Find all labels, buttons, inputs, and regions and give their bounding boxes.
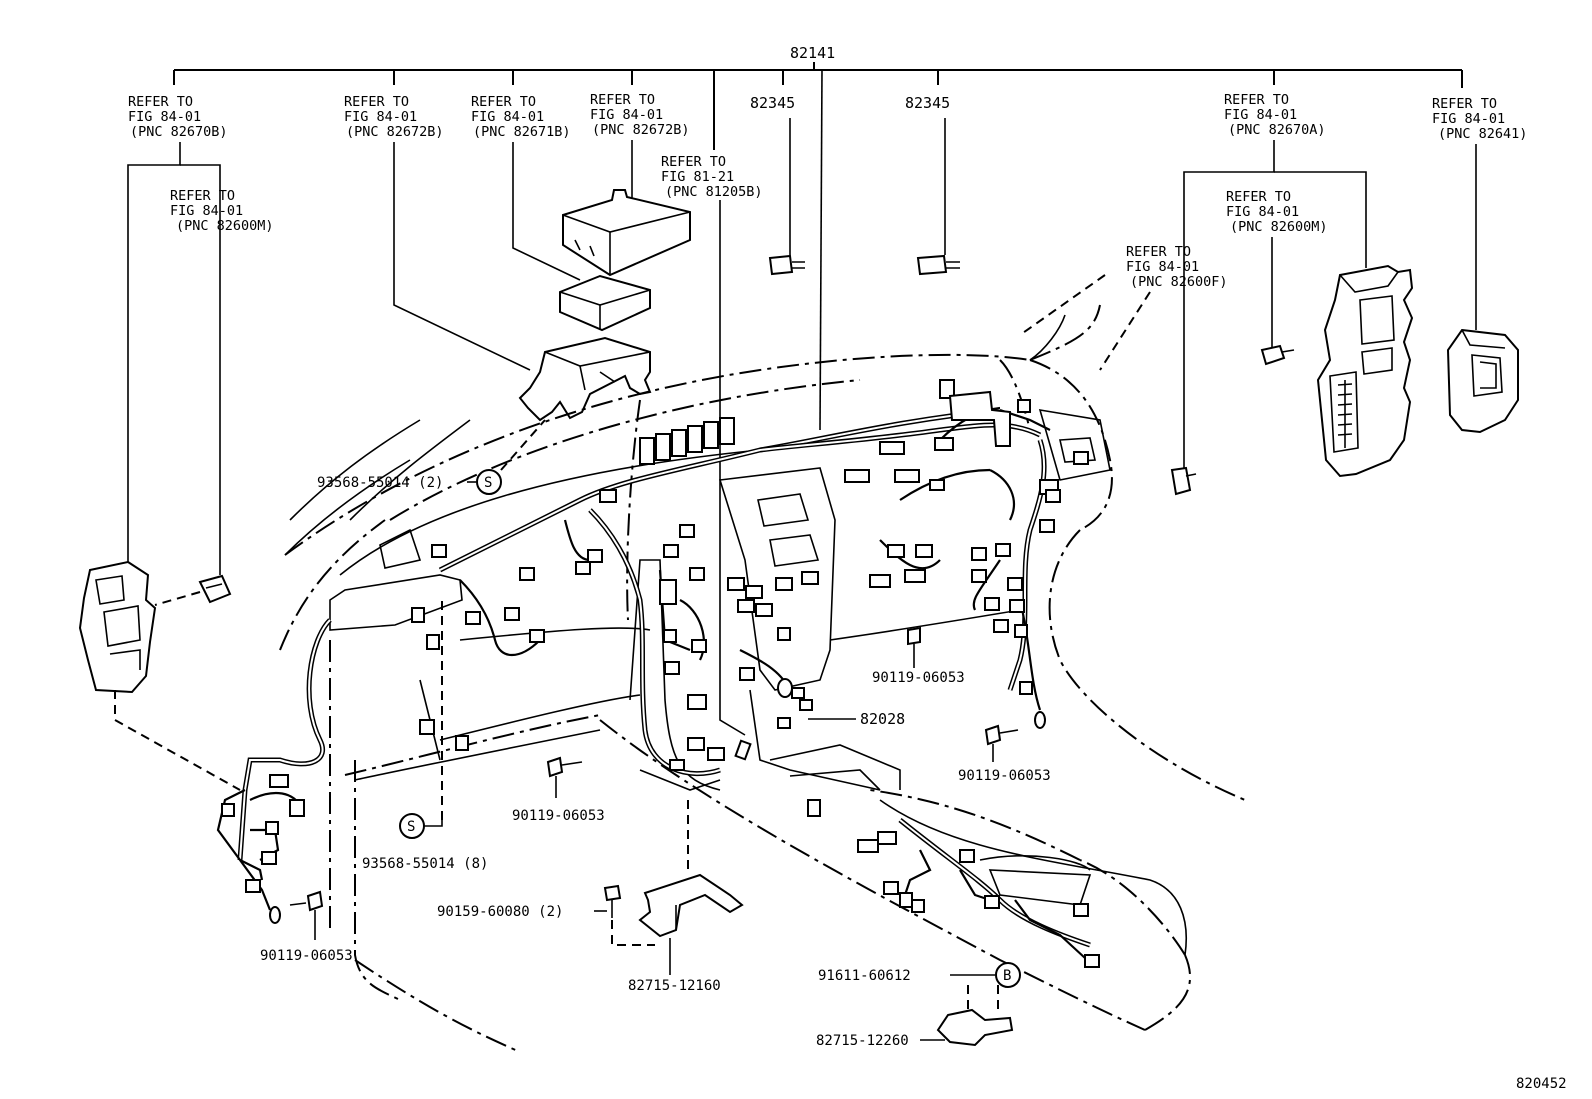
connector-82600m-left	[198, 574, 232, 604]
bolt-90119-c: 90119-06053	[958, 724, 1051, 784]
figure-number: 820452	[1516, 1076, 1567, 1092]
svg-text:(PNC 82641): (PNC 82641)	[1438, 126, 1527, 142]
svg-text:(PNC 82600M): (PNC 82600M)	[176, 218, 274, 234]
part-82715-12160-label: 82715-12160	[628, 978, 721, 994]
part-90119-06053-center-label: 90119-06053	[512, 808, 605, 824]
connector-82345-a: 82345	[750, 94, 805, 276]
reference-note-6: REFER TO FIG 81-21 (PNC 81205B)	[661, 154, 763, 200]
bolt-90119-d: 90119-06053	[260, 890, 353, 964]
bracket-82715-12160: 82715-12160	[611, 800, 744, 994]
reference-note-1: REFER TO FIG 84-01 (PNC 82670B)	[128, 94, 228, 140]
part-90119-06053-left-label: 90119-06053	[260, 948, 353, 964]
marker-s-lower: S	[407, 819, 415, 835]
dashboard-outline	[279, 304, 1246, 1053]
svg-text:FIG 84-01: FIG 84-01	[1126, 259, 1199, 275]
part-82028-label: 82028	[860, 710, 905, 728]
svg-text:(PNC 82670A): (PNC 82670A)	[1228, 122, 1326, 138]
svg-text:FIG 84-01: FIG 84-01	[1226, 204, 1299, 220]
bracket-82715-12260: 82715-12260	[816, 985, 1014, 1049]
reference-note-5: REFER TO FIG 84-01 (PNC 82672B)	[590, 92, 690, 138]
clip-93568-2: 93568-55014 (2) S	[317, 419, 546, 495]
reference-note-3: REFER TO FIG 84-01 (PNC 82672B)	[344, 94, 444, 140]
svg-text:FIG 84-01: FIG 84-01	[471, 109, 544, 125]
marker-s-upper: S	[484, 475, 492, 491]
svg-text:(PNC 82672B): (PNC 82672B)	[346, 124, 444, 140]
harness-connectors	[221, 379, 1100, 968]
svg-text:REFER TO: REFER TO	[170, 188, 235, 204]
svg-text:REFER TO: REFER TO	[661, 154, 726, 170]
main-part-label: 82141	[790, 44, 835, 62]
junction-block-right-large	[1316, 264, 1414, 478]
svg-text:REFER TO: REFER TO	[1226, 189, 1291, 205]
reference-note-9: REFER TO FIG 84-01 (PNC 82600F)	[1126, 244, 1228, 290]
relay-block-cover	[559, 274, 651, 332]
svg-text:(PNC 81205B): (PNC 81205B)	[665, 184, 763, 200]
part-93568-55014-2-label: 93568-55014 (2)	[317, 475, 443, 491]
svg-text:FIG 81-21: FIG 81-21	[661, 169, 734, 185]
clip-93568-8: S 93568-55014 (8)	[362, 600, 488, 872]
svg-text:REFER TO: REFER TO	[1432, 96, 1497, 112]
reference-note-7: REFER TO FIG 84-01 (PNC 82670A)	[1224, 92, 1326, 138]
marker-b: B	[1003, 968, 1011, 984]
svg-text:FIG 84-01: FIG 84-01	[590, 107, 663, 123]
svg-text:(PNC 82600F): (PNC 82600F)	[1130, 274, 1228, 290]
reference-note-2: REFER TO FIG 84-01 (PNC 82600M)	[170, 188, 274, 234]
clip-91611: 91611-60612 B	[818, 962, 1021, 988]
svg-text:REFER TO: REFER TO	[590, 92, 655, 108]
svg-text:REFER TO: REFER TO	[344, 94, 409, 110]
svg-text:(PNC 82600M): (PNC 82600M)	[1230, 219, 1328, 235]
bolt-90119-b: 90119-06053	[872, 626, 965, 686]
part-82715-12260-label: 82715-12260	[816, 1033, 909, 1049]
main-part-bracket: 82141	[173, 44, 1463, 736]
svg-text:(PNC 82672B): (PNC 82672B)	[592, 122, 690, 138]
connector-82600f	[1170, 466, 1197, 496]
junction-block-right-small	[1446, 328, 1519, 434]
bolt-90119-a: 90119-06053	[512, 756, 605, 824]
svg-text:(PNC 82670B): (PNC 82670B)	[130, 124, 228, 140]
junction-block-left	[78, 560, 157, 694]
relay-block-bracket	[518, 336, 652, 422]
svg-text:REFER TO: REFER TO	[128, 94, 193, 110]
connector-82345-b: 82345	[905, 94, 960, 276]
reference-note-8: REFER TO FIG 84-01 (PNC 82600M)	[1226, 189, 1328, 235]
svg-text:FIG 84-01: FIG 84-01	[128, 109, 201, 125]
part-90119-06053-upper-label: 90119-06053	[872, 670, 965, 686]
fuse-box-cover	[562, 189, 691, 277]
part-90119-06053-right-label: 90119-06053	[958, 768, 1051, 784]
svg-text:(PNC 82671B): (PNC 82671B)	[473, 124, 571, 140]
svg-text:FIG 84-01: FIG 84-01	[1224, 107, 1297, 123]
svg-text:REFER TO: REFER TO	[1126, 244, 1191, 260]
part-93568-55014-8-label: 93568-55014 (8)	[362, 856, 488, 872]
part-82345-a-label: 82345	[750, 94, 795, 112]
svg-text:FIG 84-01: FIG 84-01	[170, 203, 243, 219]
connector-82600m-right	[1260, 344, 1295, 366]
part-82028: 82028	[808, 710, 905, 728]
reference-note-4: REFER TO FIG 84-01 (PNC 82671B)	[471, 94, 571, 140]
part-91611-60612-label: 91611-60612	[818, 968, 911, 984]
svg-text:FIG 84-01: FIG 84-01	[1432, 111, 1505, 127]
reference-leaders	[127, 118, 1477, 575]
svg-text:REFER TO: REFER TO	[1224, 92, 1289, 108]
bolt-90159: 90159-60080 (2)	[437, 884, 622, 920]
part-90159-60080-label: 90159-60080 (2)	[437, 904, 563, 920]
svg-text:FIG 84-01: FIG 84-01	[344, 109, 417, 125]
svg-text:REFER TO: REFER TO	[471, 94, 536, 110]
part-82345-b-label: 82345	[905, 94, 950, 112]
instrument-panel	[284, 314, 1187, 956]
reference-note-10: REFER TO FIG 84-01 (PNC 82641)	[1432, 96, 1527, 142]
